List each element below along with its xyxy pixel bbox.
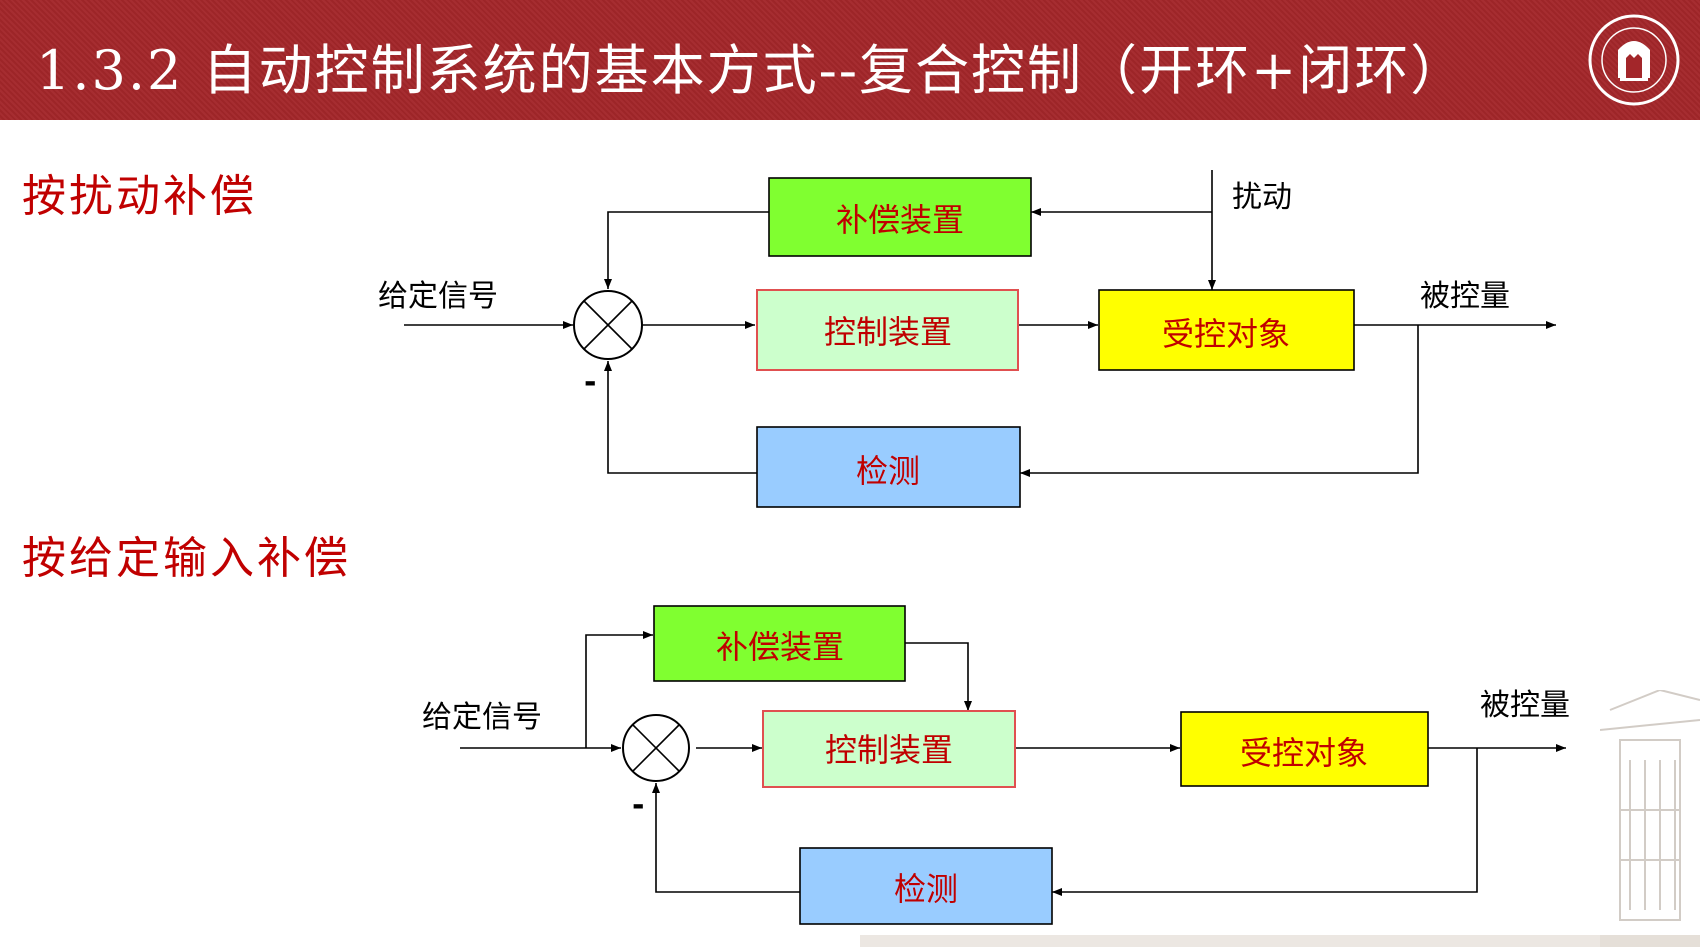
disturbance-label: 扰动: [1232, 180, 1292, 215]
minus-sign-2: -: [632, 788, 644, 823]
controller-label-2: 控制装置: [825, 731, 953, 769]
sensor-label-1: 检测: [856, 452, 920, 490]
summing-junction-2: [622, 714, 690, 782]
sensor-block-2: 检测: [799, 847, 1053, 925]
section-title-disturbance-compensation: 按扰动补偿: [22, 171, 257, 222]
diagram-disturbance-compensation: [404, 170, 1556, 477]
compensator-label-1: 补偿装置: [836, 201, 964, 239]
input-label-1: 给定信号: [378, 279, 498, 314]
controller-label-1: 控制装置: [824, 313, 952, 351]
feedback-to-sensor-line-2: [1052, 748, 1478, 896]
compensator-to-controller-line: [905, 642, 972, 711]
page-title: 1.3.2 自动控制系统的基本方式--复合控制（开环+闭环）: [36, 39, 1467, 102]
sensor-label-2: 检测: [894, 870, 958, 908]
output-label-2: 被控量: [1480, 688, 1570, 723]
compensator-block-2: 补偿装置: [653, 605, 906, 682]
input-to-compensator-line: [585, 631, 653, 748]
section-title-input-compensation: 按给定输入补偿: [22, 533, 351, 584]
compensator-label-2: 补偿装置: [716, 628, 844, 666]
title-bar: 1.3.2 自动控制系统的基本方式--复合控制（开环+闭环）: [0, 0, 1700, 120]
controller-block-2: 控制装置: [762, 710, 1016, 788]
plant-label-1: 受控对象: [1162, 315, 1290, 353]
output-label-1: 被控量: [1420, 279, 1510, 314]
compensator-to-sum-line-1: [604, 211, 769, 289]
plant-block-1: 受控对象: [1098, 289, 1355, 371]
summing-junction-1: [573, 290, 643, 360]
sensor-to-sum-line-2: [652, 783, 800, 893]
sensor-to-sum-line-1: [604, 361, 757, 474]
minus-sign-1: -: [584, 365, 596, 400]
diagram-input-compensation: [460, 631, 1566, 896]
plant-label-2: 受控对象: [1240, 734, 1368, 772]
controller-block-1: 控制装置: [756, 289, 1019, 371]
input-label-2: 给定信号: [422, 700, 542, 735]
feedback-to-sensor-line-1: [1020, 325, 1419, 477]
university-logo-icon: [1588, 14, 1680, 106]
compensator-block-1: 补偿装置: [768, 177, 1032, 257]
sensor-block-1: 检测: [756, 426, 1021, 508]
background-ground-strip: [860, 935, 1700, 947]
plant-block-2: 受控对象: [1180, 711, 1429, 787]
